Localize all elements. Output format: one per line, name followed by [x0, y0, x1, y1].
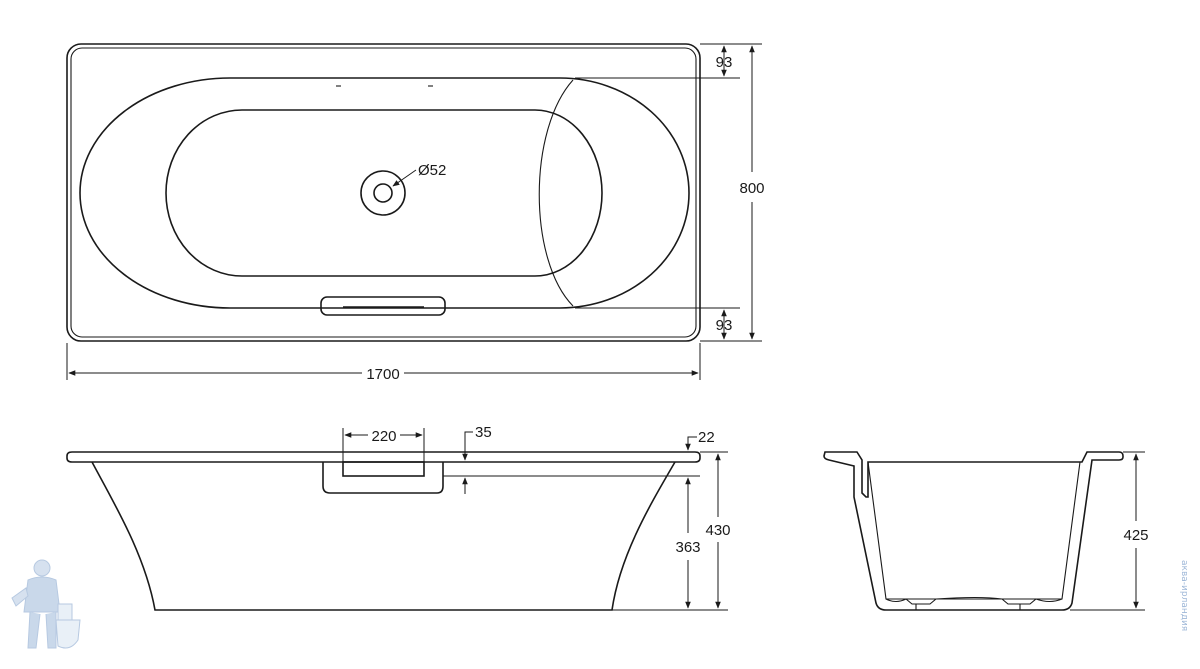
backrest-curve	[538, 79, 574, 307]
drain-outer	[360, 170, 406, 216]
side-view: 220 35 22 363 430	[66, 424, 731, 611]
end-height-label: 425	[1123, 527, 1148, 544]
end-view: 425	[823, 451, 1149, 611]
watermark-text: аква-ирландия	[1179, 560, 1189, 631]
end-floor-feet	[885, 596, 1063, 605]
total-height-label: 430	[705, 522, 730, 539]
drain-inner	[373, 183, 393, 203]
width-label: 800	[739, 180, 764, 197]
rim-outer	[66, 43, 701, 342]
top-view: Ø52 1700 800 93 93	[66, 43, 765, 383]
overflow-offset-dim-top	[462, 431, 473, 461]
overflow-offset-label: 35	[475, 424, 492, 441]
length-label: 1700	[366, 366, 399, 383]
end-outer	[823, 451, 1124, 611]
overflow-box	[322, 462, 444, 494]
rim-top-label: 93	[716, 54, 733, 71]
rim-inner	[70, 47, 697, 338]
side-body	[91, 461, 676, 611]
overflow-top	[320, 296, 446, 316]
rim-bottom-label: 93	[716, 317, 733, 334]
rim-thickness-dim	[685, 436, 697, 451]
basin-outline	[79, 77, 690, 309]
basin-floor	[165, 109, 603, 277]
overflow-height-label: 363	[675, 539, 700, 556]
drain-diameter-label: Ø52	[418, 162, 446, 179]
rim-thickness-label: 22	[698, 429, 715, 446]
overflow-width-label: 220	[371, 428, 396, 445]
drain-leader	[392, 169, 417, 187]
overflow-slot-side	[342, 461, 425, 477]
end-inner-wall	[867, 461, 1081, 600]
side-rim	[66, 451, 701, 463]
plumber-icon	[11, 559, 81, 649]
